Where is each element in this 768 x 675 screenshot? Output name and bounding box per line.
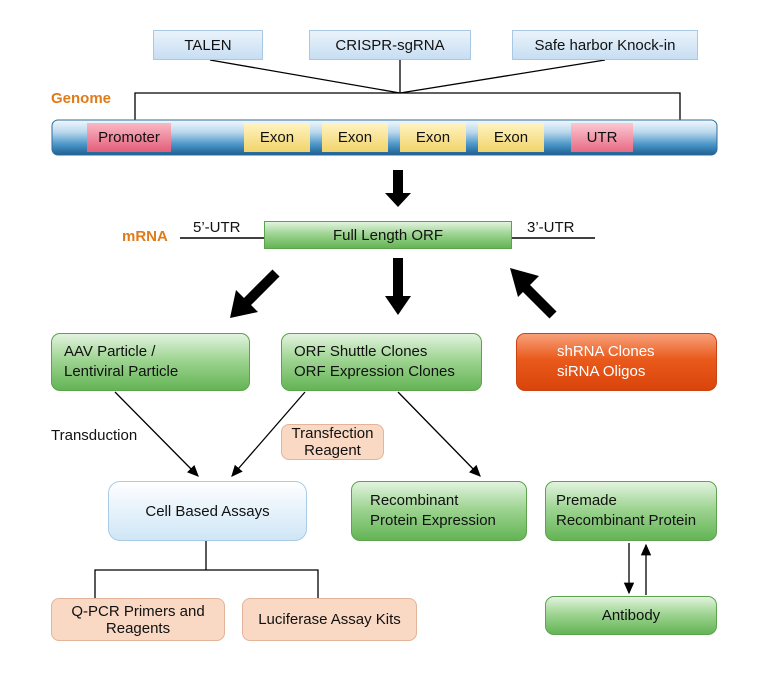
qpcr-line1: Q-PCR Primers and [71,602,205,620]
qpcr-box: Q-PCR Primers and Reagents [51,598,225,641]
antibody-box: Antibody [545,596,717,635]
exon-label: Exon [337,129,373,146]
promoter-label: Promoter [98,129,160,146]
promoter-segment: Promoter [87,123,171,152]
shrna-to-orf-arrow-shaft [518,280,557,319]
genome-bracket [134,92,681,120]
exon-label: Exon [493,129,529,146]
exon-segment: Exon [478,123,544,152]
exon-segment: Exon [322,123,388,152]
transfection-line1: Transfection [291,425,374,442]
aav-line1: AAV Particle / [64,343,156,360]
orf-to-aav-arrowhead [230,290,258,318]
recombinant-line1: Recombinant [370,492,459,509]
shrna-to-orf-arrowhead [510,268,539,297]
transduction-label: Transduction [51,427,138,444]
luciferase-label: Luciferase Assay Kits [258,611,401,628]
transfection-reagent-box: Transfection Reagent [281,424,384,460]
orf-to-aav-arrow-shaft [242,269,280,307]
orf-clones-line2: ORF Expression Clones [294,363,455,380]
transfection-line2: Reagent [304,442,361,459]
shrna-box: shRNA Clones siRNA Oligos [516,333,717,391]
premade-protein-box: Premade Recombinant Protein [545,481,717,541]
recombinant-protein-box: Recombinant Protein Expression [351,481,527,541]
orf-clones-line1: ORF Shuttle Clones [294,343,428,360]
utr3-label: 3’-UTR [527,219,575,236]
cell-based-assays-box: Cell Based Assays [108,481,307,541]
shrna-line1: shRNA Clones [557,343,655,360]
premade-line2: Recombinant Protein [556,512,697,529]
exon-label: Exon [415,129,451,146]
knockin-box: Safe harbor Knock-in [512,30,698,60]
qpcr-line2: Reagents [105,619,171,637]
exon-label: Exon [259,129,295,146]
aav-to-assays-arrow [114,391,199,477]
aav-line2: Lentiviral Particle [64,363,179,380]
premade-line1: Premade [556,492,617,509]
utr5-label: 5’-UTR [193,219,241,236]
exon-segment: Exon [244,123,310,152]
talen-label: TALEN [184,36,232,54]
assays-branch-lines [94,541,319,598]
genome-to-mrna-arrow [385,170,411,207]
exon-segment: Exon [400,123,466,152]
crispr-box: CRISPR-sgRNA [309,30,471,60]
luciferase-box: Luciferase Assay Kits [242,598,417,641]
talen-line [209,59,401,94]
aav-lentiviral-box: AAV Particle / Lentiviral Particle [51,333,250,391]
clones-to-recombinant-arrow [397,391,481,477]
cell-assays-label: Cell Based Assays [145,502,270,520]
knockin-line [399,59,606,94]
orf-clones-box: ORF Shuttle Clones ORF Expression Clones [281,333,482,391]
utr-segment: UTR [571,123,633,152]
orf-label: Full Length ORF [332,226,444,244]
antibody-label: Antibody [601,607,661,624]
orf-to-clones-arrowhead [385,296,411,315]
orf-box: Full Length ORF [264,221,512,249]
shrna-line2: siRNA Oligos [557,363,646,380]
crispr-label: CRISPR-sgRNA [335,36,445,54]
knockin-label: Safe harbor Knock-in [534,36,676,54]
utr-label: UTR [586,129,618,146]
mrna-label: mRNA [122,228,168,245]
clones-to-assays-arrow [231,391,306,477]
recombinant-line2: Protein Expression [370,512,496,529]
genome-label: Genome [51,90,112,107]
talen-box: TALEN [153,30,263,60]
